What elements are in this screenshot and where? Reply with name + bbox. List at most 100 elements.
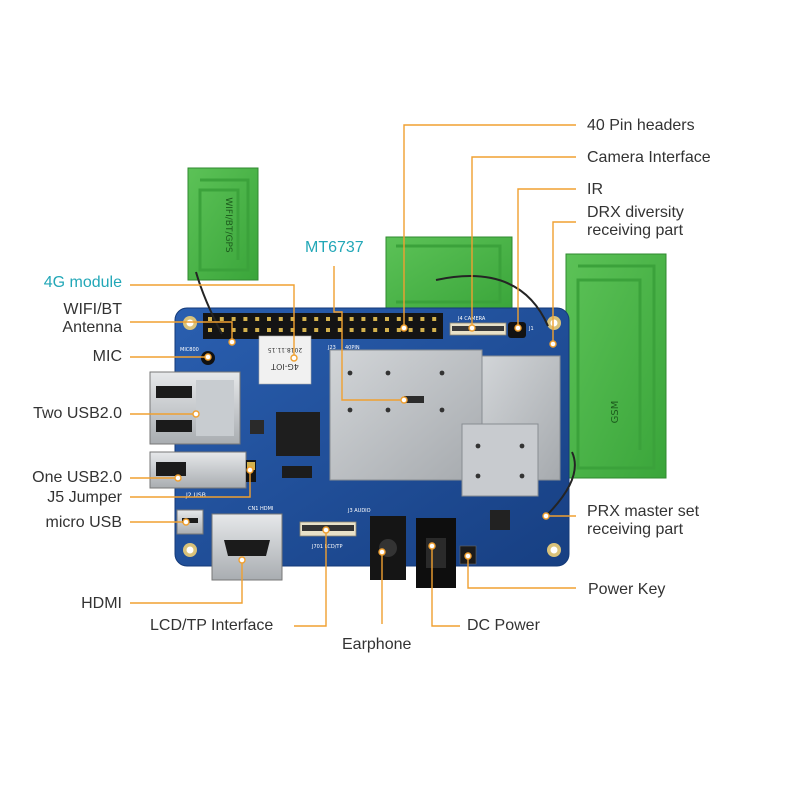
header-pin [373,317,378,321]
hdmi-port: CN1 HDMI [211,506,283,581]
label-wifi-bt-line1: WIFI/BT [63,301,122,318]
header-pin [302,328,307,332]
leader-dc [431,546,460,627]
j1-silk: J1 [528,326,534,332]
header-pin [361,328,366,332]
leader-pin-headers [403,124,576,328]
header-pin [420,317,425,321]
antenna-cables [195,271,576,517]
shield-rf [461,355,561,497]
header-pin [302,317,307,321]
label-one-usb: One USB2.0 [32,469,122,486]
mic-silk: MIC800 [180,347,199,353]
header-pin [373,328,378,332]
audio-silk: J3 AUDIO [347,508,371,514]
header-pin [267,328,271,332]
label-drx-line1: DRX diversity [587,204,684,221]
label-wifi-bt-line2: Antenna [62,319,122,336]
leader-camera [471,156,576,328]
header-pin [385,317,389,321]
shield-mt6737 [329,349,483,481]
header-pin [349,317,354,321]
header-pin [349,328,354,332]
label-wifi-bt: WIFI/BT Antenna [62,301,122,337]
module-sticker-date: 2018.11.15 [268,346,303,353]
header-pin [231,328,236,332]
leader-4g [130,284,295,358]
header-pin [231,317,236,321]
antenna-silk-text: WIFI/BT/GPS [223,197,233,253]
leader-wifi-bt [130,321,233,342]
earphone-jack: J3 AUDIO [347,508,406,580]
label-dc-power: DC Power [467,617,540,634]
leader-drx [552,221,576,344]
gsm-silk-text: GSM [610,401,621,424]
label-mic: MIC [92,348,122,365]
usb-silk: J2 USB [185,492,206,499]
header-pin [219,328,224,332]
label-two-usb: Two USB2.0 [33,405,122,422]
label-ir: IR [587,181,603,198]
pin40-silk: 40PIN [345,345,360,351]
header-pin [432,317,437,321]
module-sticker-text: 4G-IOT [271,362,299,371]
header-pin [243,328,248,332]
header-pin [326,317,330,321]
header-pin [208,328,212,332]
j23-silk: J23 [327,345,336,351]
header-pin [337,328,342,332]
chip-u4 [250,412,510,530]
header-pin [278,317,283,321]
header-pin [208,317,212,321]
header-pin [219,317,224,321]
label-prx-line1: PRX master set [587,503,700,520]
header-pin [290,317,295,321]
header-pin [255,328,260,332]
header-pin [396,328,401,332]
header-pin [278,328,283,332]
label-prx-line2: receiving part [587,521,684,538]
module-sticker: 4G-IOT 2018.11.15 [258,335,312,385]
header-pin [337,317,342,321]
header-pin [314,317,319,321]
leader-mt6737 [333,266,404,401]
label-prx: PRX master set receiving part [587,503,699,539]
header-pin [255,317,260,321]
label-power-key: Power Key [588,581,666,598]
header-pin [432,328,437,332]
leader-power-key [467,556,576,589]
label-mt6737: MT6737 [305,239,364,256]
label-4g-module: 4G module [43,274,122,291]
antenna-4g-module [385,236,513,312]
header-pin [326,328,330,332]
header-pin [408,328,413,332]
header-pin [314,328,319,332]
leader-end-dots [174,324,557,564]
hdmi-silk: CN1 HDMI [248,506,273,512]
leader-hdmi [130,560,243,604]
header-pin [385,328,389,332]
label-hdmi: HDMI [81,595,122,612]
header-pin [396,317,401,321]
label-drx-line2: receiving part [587,222,684,239]
lcd-silk: J701 LCD/TP [311,544,343,550]
leader-lines [130,124,576,627]
antenna-gsm: GSM [565,253,667,479]
antenna-wifi-bt-gps: WIFI/BT/GPS [187,167,259,281]
leader-ir [517,188,576,328]
label-pin-headers: 40 Pin headers [587,117,695,134]
header-pin [243,317,248,321]
usb-dual-port [149,371,241,445]
label-earphone: Earphone [342,636,412,653]
header-pin [290,328,295,332]
header-pin [408,317,413,321]
dc-power-jack [416,518,456,588]
header-pin [267,317,271,321]
leader-j5 [130,470,251,498]
header-pin [361,317,366,321]
label-drx: DRX diversity receiving part [587,204,684,240]
usb-single-port: J2 USB [149,451,247,499]
leader-lcd [294,530,327,627]
header-pin [420,328,425,332]
